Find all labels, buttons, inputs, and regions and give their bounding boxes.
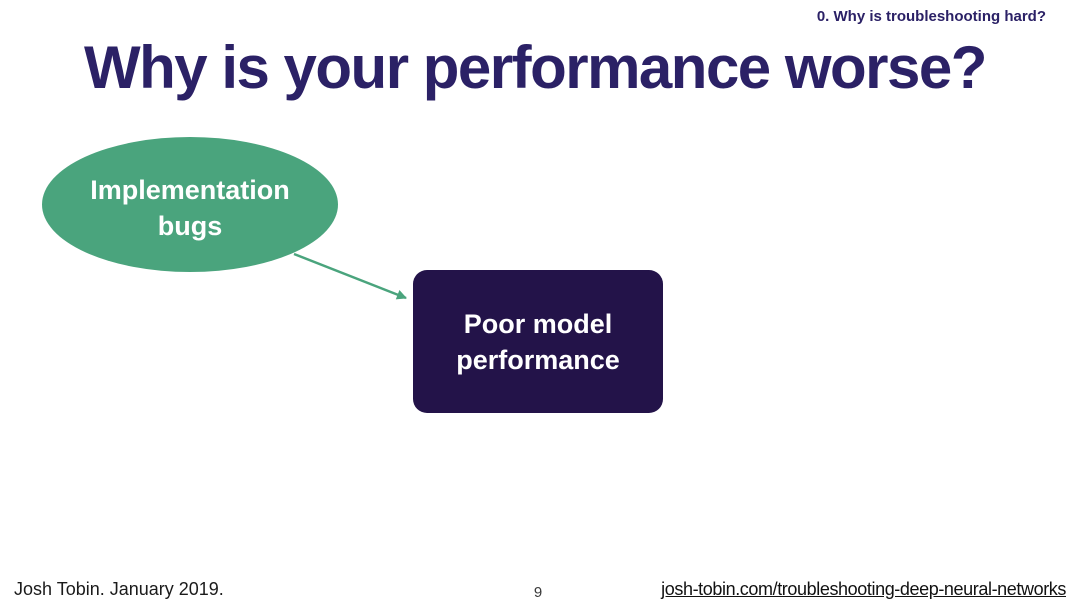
page-title: Why is your performance worse? bbox=[84, 34, 987, 101]
implementation-bugs-node: Implementation bugs bbox=[42, 137, 338, 272]
implementation-bugs-label: Implementation bugs bbox=[90, 174, 290, 241]
poor-model-performance-label: Poor model performance bbox=[456, 308, 620, 375]
poor-model-performance-node: Poor model performance bbox=[413, 270, 663, 413]
page-number: 9 bbox=[533, 584, 543, 601]
footer-author: Josh Tobin. January 2019. bbox=[14, 579, 224, 599]
section-header: 0. Why is troubleshooting hard? bbox=[816, 8, 1046, 25]
footer-link[interactable]: josh-tobin.com/troubleshooting-deep-neur… bbox=[661, 579, 1066, 599]
arrow-line bbox=[293, 252, 407, 300]
